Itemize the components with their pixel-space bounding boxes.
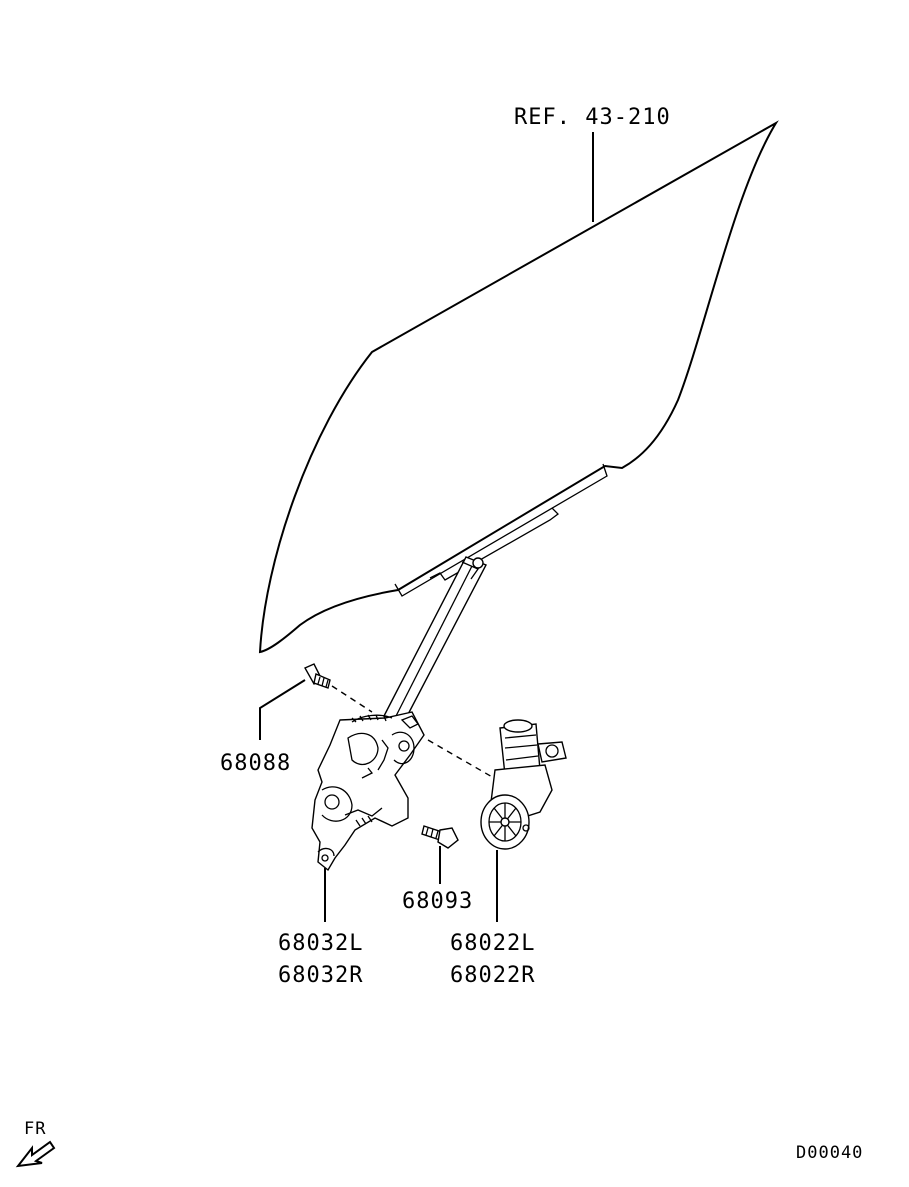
window-regulator	[311, 711, 425, 872]
bolt-68093	[421, 825, 459, 849]
bolt-68093-label: 68093	[402, 889, 473, 914]
motor-guide-line	[427, 739, 495, 779]
regulator-arm	[382, 556, 487, 723]
front-direction-arrow-icon	[15, 1140, 56, 1168]
door-glass	[258, 120, 779, 654]
regulator-part-label-right: 68032R	[278, 963, 363, 988]
motor-part-label-right: 68022R	[450, 963, 535, 988]
direction-label: FR	[24, 1119, 46, 1139]
ref-label: REF. 43-210	[514, 105, 671, 130]
diagram-code: D00040	[796, 1143, 863, 1163]
regulator-part-label-left: 68032L	[278, 931, 363, 956]
bolt-68088-label: 68088	[220, 751, 291, 776]
motor-part-label-left: 68022L	[450, 931, 535, 956]
bolt-68088-guide	[331, 685, 373, 713]
bolt-68088-leader	[259, 679, 306, 740]
bolt-68088	[304, 663, 331, 689]
window-motor	[480, 719, 567, 850]
